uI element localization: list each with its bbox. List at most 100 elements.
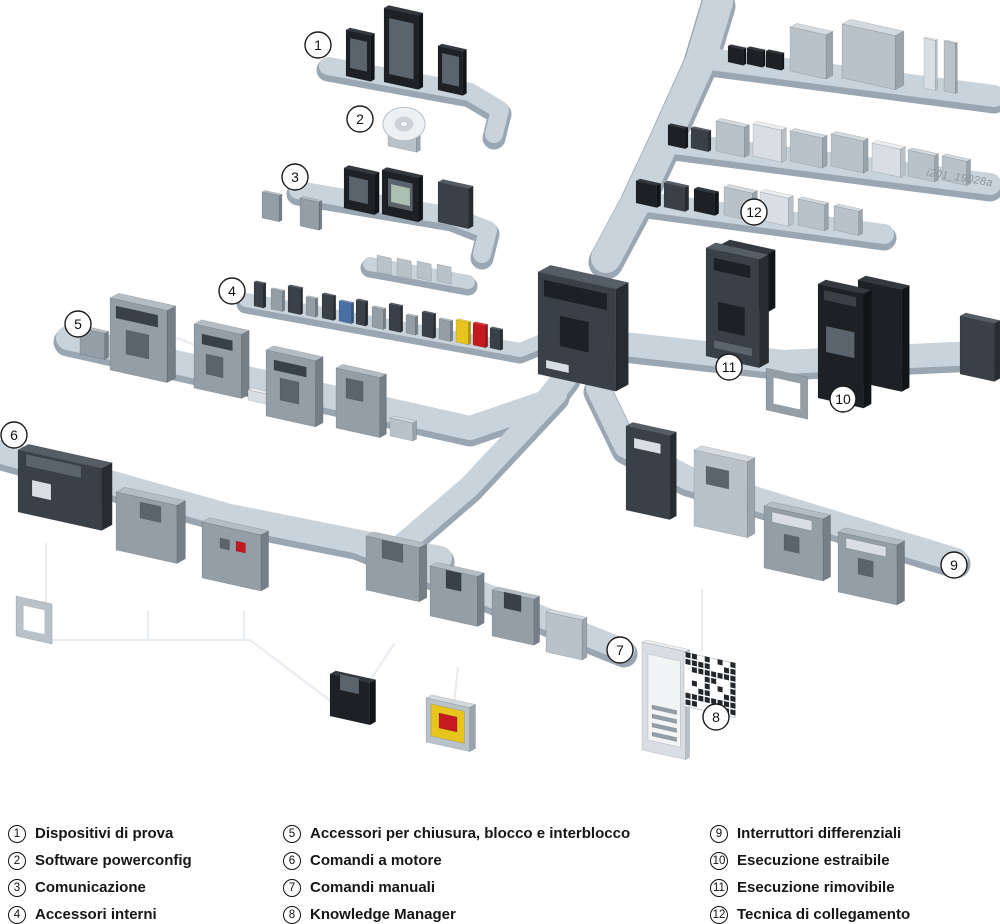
rotary-knob [339,673,360,695]
badge-8: 8 [702,703,730,731]
legend-label: Dispositivi di prova [35,825,174,842]
panel [633,437,661,455]
panel [559,315,589,353]
panel [438,712,458,733]
face-front [270,288,283,312]
qr-cell [698,661,704,668]
face-side [615,281,629,392]
face-side [821,135,828,169]
face-side [433,312,437,340]
face-top [693,445,756,463]
face-top [109,293,177,311]
operator-panel [25,453,82,479]
badge-circle [346,105,374,133]
face-side [901,284,910,393]
badge-circle [829,385,857,413]
face-side [896,540,905,606]
terminal-set [830,131,869,174]
face-side [278,193,283,223]
panel [651,704,678,715]
phone-screen [441,52,460,88]
face-side [370,32,375,82]
panel [543,279,608,311]
face-front [429,565,478,627]
face-side [993,320,1000,383]
face-side [684,126,689,150]
face-side [412,420,417,442]
operator-button [235,540,246,554]
badge-circle [0,421,28,449]
internal-accessory [388,302,404,334]
legend-number-badge: 2 [8,851,26,870]
internal-accessory [305,295,319,318]
qr-cell [730,668,736,676]
face-front [959,315,995,382]
face-side [714,191,720,217]
face-front [830,133,864,174]
face-side [581,616,588,661]
face-top [765,49,785,55]
rcd-breaker [693,445,756,539]
panel [348,175,369,205]
legend-number-badge: 11 [710,878,728,897]
face-side [707,129,712,153]
face-side [418,543,428,603]
qr-cell [730,661,736,669]
legend-number-badge: 6 [283,851,301,870]
face-top [943,39,959,44]
operator-button [219,537,230,551]
face-side [450,319,454,343]
face-side [333,294,337,322]
legend-label: Tecnica di collegamento [737,906,911,923]
badge-number: 5 [74,316,82,332]
qr-cell [685,699,691,706]
face-top [841,19,905,37]
panel [717,301,745,337]
connector [759,189,795,227]
face-front [421,311,434,339]
face-top [857,275,911,290]
comm-module [299,196,323,231]
internal-accessory [253,280,267,309]
face-top [343,165,381,176]
breaker-label [273,359,307,378]
face-front [727,45,744,66]
face-front [907,149,935,183]
face-side [825,30,834,80]
io-tile [376,254,392,276]
face-side [788,195,794,227]
badge-number: 8 [712,709,720,725]
face-top [746,46,766,52]
face-side [469,704,476,753]
face-front [389,417,414,442]
qr-cell [730,675,736,682]
badge-number: 10 [835,391,851,407]
module-face [348,175,369,205]
panel [273,359,307,378]
operator-window [139,501,162,523]
badge-number: 2 [356,111,364,127]
face-side [684,185,690,213]
face-front [635,180,658,208]
qr-cell [711,677,717,685]
face-front [201,521,262,592]
panel [388,17,415,80]
legend-label: Comunicazione [35,879,146,896]
breaker-toggle [825,325,855,359]
qr-cell [704,683,710,690]
face-top [727,44,747,50]
device-label [771,511,813,532]
busbar-plate [943,39,959,95]
face-front [371,306,384,330]
panel [219,537,230,551]
panel [825,325,855,359]
mounting-frame [765,367,809,420]
breaker-label [713,339,753,357]
face-top [355,298,369,303]
panel [339,673,360,695]
